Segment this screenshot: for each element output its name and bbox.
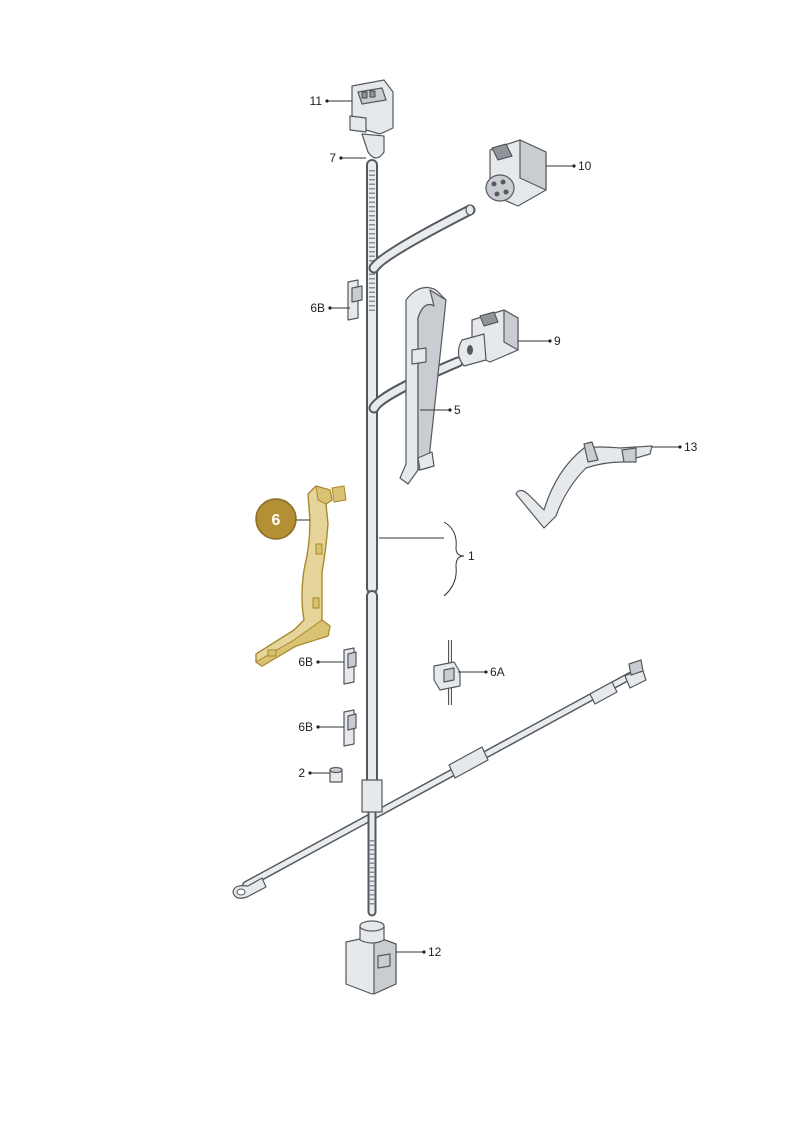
- clip-5: [399, 287, 447, 485]
- clip-6b-low: [343, 709, 357, 747]
- brace-1: [443, 521, 465, 597]
- ring-terminal: [232, 877, 267, 899]
- ground-cable: [232, 659, 647, 899]
- highlighted-bracket-6: [255, 485, 347, 667]
- bolt-terminal: [624, 659, 647, 689]
- leader-lines: [292, 99, 682, 954]
- connector-12: [345, 920, 397, 995]
- callout-13: 13: [684, 440, 698, 454]
- callout-6b-top: 6B: [310, 301, 325, 315]
- callout-12: 12: [428, 945, 442, 959]
- middle-branch-cable: [368, 356, 464, 414]
- clip-6b-top: [347, 279, 363, 321]
- main-trunk-cable: [361, 159, 383, 917]
- connector-9: [457, 309, 519, 367]
- clip-6a: [433, 640, 461, 705]
- callout-10: 10: [578, 159, 592, 173]
- badge-label: 6: [272, 512, 281, 529]
- connector-10: [485, 139, 547, 207]
- part-6-badge: 6: [255, 498, 297, 540]
- callout-11: 11: [310, 94, 323, 108]
- callout-9: 9: [554, 334, 561, 348]
- callout-6b-mid: 6B: [298, 655, 313, 669]
- callout-2: 2: [298, 766, 305, 780]
- clip-6b-mid: [343, 647, 357, 685]
- callout-6b-low: 6B: [298, 720, 313, 734]
- callout-6a: 6A: [490, 665, 505, 679]
- callout-5: 5: [454, 403, 461, 417]
- callout-1: 1: [468, 549, 475, 563]
- bracket-13: [515, 441, 653, 529]
- upper-branch-cable: [368, 204, 476, 274]
- cap-2: [329, 766, 343, 783]
- callout-7: 7: [329, 151, 336, 165]
- connector-11: [349, 79, 394, 159]
